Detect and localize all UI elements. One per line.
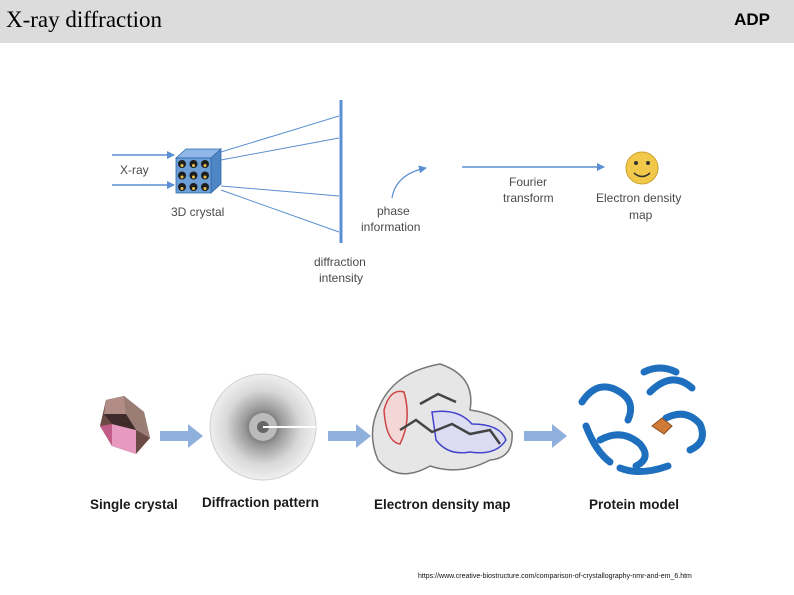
diffraction-label-2: intensity <box>319 271 363 285</box>
diffraction-label-1: diffraction <box>314 255 366 269</box>
diffraction-pattern-image <box>209 373 317 481</box>
fourier-label-1: Fourier <box>509 175 547 189</box>
phase-label-1: phase <box>377 204 410 218</box>
crystal-label: 3D crystal <box>171 205 224 219</box>
density-label-1: Electron density <box>596 191 681 205</box>
step-protein-model: Protein model <box>589 497 679 512</box>
xray-beams <box>112 151 175 189</box>
density-label-2: map <box>629 208 653 222</box>
protein-model-image <box>578 364 706 475</box>
slide-tag: ADP <box>734 10 770 29</box>
electron-density-map-image <box>371 363 513 475</box>
diffracted-rays <box>220 115 340 233</box>
step-diffraction-pattern: Diffraction pattern <box>202 495 319 510</box>
xray-label: X-ray <box>120 163 149 177</box>
phase-label-2: information <box>361 220 420 234</box>
fourier-label-2: transform <box>503 191 554 205</box>
source-link[interactable]: https://www.creative-biostructure.com/co… <box>418 573 692 580</box>
step-single-crystal: Single crystal <box>90 497 178 512</box>
single-crystal-image <box>100 396 150 454</box>
step-electron-density-map: Electron density map <box>374 497 511 512</box>
crystal-cube <box>174 148 223 194</box>
slide-header: X-ray diffraction ADP <box>0 0 794 43</box>
protein-ligand <box>651 417 673 435</box>
slide-title: X-ray diffraction <box>6 7 163 32</box>
phase-arrow <box>391 165 427 199</box>
pipeline-arrows <box>160 424 567 448</box>
smiley-icon <box>625 151 659 185</box>
